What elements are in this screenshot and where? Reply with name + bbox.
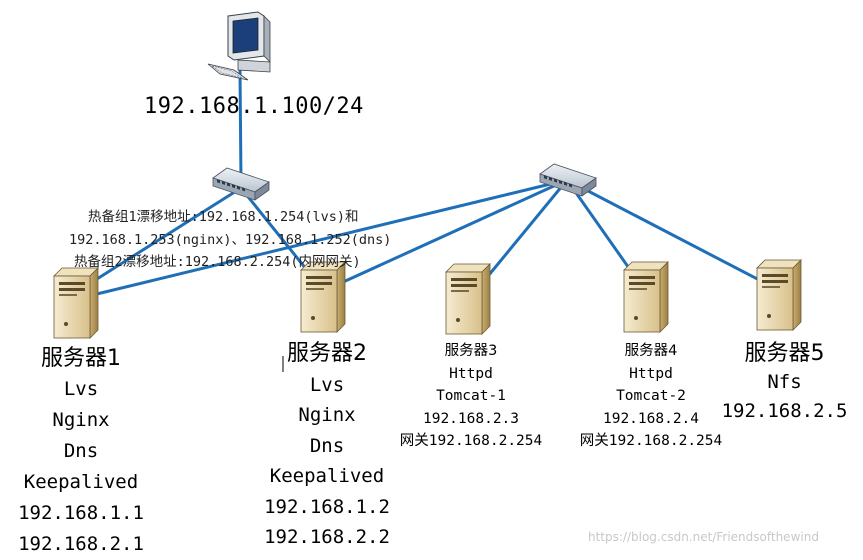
server-3-line: 192.168.2.3 xyxy=(422,410,520,427)
server-3-name: 服务器3 xyxy=(444,343,498,359)
server-1-icon xyxy=(53,267,99,339)
server-4-line: Tomcat-2 xyxy=(616,388,686,404)
switch-2-icon xyxy=(539,163,597,197)
server-4-block: 服务器4 Httpd Tomcat-2 192.168.2.4 网关192.16… xyxy=(566,340,736,453)
client-ip-label: 192.168.1.100/24 xyxy=(144,94,364,119)
server-3-line: Tomcat-1 xyxy=(436,388,506,404)
server-1-name: 服务器1 xyxy=(41,346,121,371)
link-switch1-server1 xyxy=(69,186,242,298)
server-5-line: Nfs xyxy=(767,371,802,393)
server-1-line: 192.168.1.1 xyxy=(18,502,144,524)
server-5-icon xyxy=(756,259,802,331)
server-3-block: 服务器3 Httpd Tomcat-1 192.168.2.3 网关192.16… xyxy=(386,340,556,453)
server-3-line: 网关192.168.2.254 xyxy=(399,433,543,449)
link-switch2-server5 xyxy=(566,178,791,298)
network-links xyxy=(69,69,791,302)
server-5-block: 服务器5 Nfs 192.168.2.5 xyxy=(712,339,857,426)
server-1-block: 服务器1 Lvs Nginx Dns Keepalived 192.168.1.… xyxy=(6,343,156,560)
server-2-line: Nginx xyxy=(298,404,356,426)
server-2-line: 192.168.1.2 xyxy=(264,495,390,518)
server-2-line: Keepalived xyxy=(269,465,385,487)
server-4-name: 服务器4 xyxy=(624,343,678,359)
watermark-text: https://blog.csdn.net/Friendsofthewind xyxy=(588,530,819,544)
server-4-line: 192.168.2.4 xyxy=(602,410,700,427)
server-1-line: Nginx xyxy=(52,409,110,431)
server-2-line: 192.168.2.2 xyxy=(264,526,390,548)
server-5-line: 192.168.2.5 xyxy=(721,400,848,422)
server-3-line: Httpd xyxy=(449,365,493,382)
link-switch2-server2 xyxy=(329,178,568,290)
server-2-block: 服务器2 Lvs Nginx Dns Keepalived 192.168.1.… xyxy=(252,339,402,553)
hot-standby-group2-line: 热备组2漂移地址:192.168.2.254(内网网关) xyxy=(74,254,361,270)
server-1-line: Dns xyxy=(63,440,99,462)
server-4-line: 网关192.168.2.254 xyxy=(579,433,723,449)
server-3-icon xyxy=(445,263,491,335)
server-1-line: 192.168.2.1 xyxy=(18,533,144,555)
hot-standby-group1-line2: 192.168.1.253(nginx)、192.168.1.252(dns) xyxy=(69,232,392,248)
server-2-line: Dns xyxy=(309,434,345,457)
hot-standby-group1-line1: 热备组1漂移地址:192.168.1.254(lvs)和 xyxy=(88,209,359,225)
server-1-line: Lvs xyxy=(63,378,99,400)
server-4-icon xyxy=(623,261,669,333)
server-5-name: 服务器5 xyxy=(744,341,825,366)
server-2-name: 服务器2 xyxy=(287,341,367,366)
server-2-icon xyxy=(300,261,346,333)
server-1-line: Keepalived xyxy=(23,471,139,493)
switch-1-icon xyxy=(212,167,270,201)
server-4-line: Httpd xyxy=(629,365,673,382)
server-2-line: Lvs xyxy=(309,373,345,396)
link-switch2-server1 xyxy=(71,178,568,302)
link-client-switch1 xyxy=(238,69,243,183)
computer-icon xyxy=(207,11,271,81)
